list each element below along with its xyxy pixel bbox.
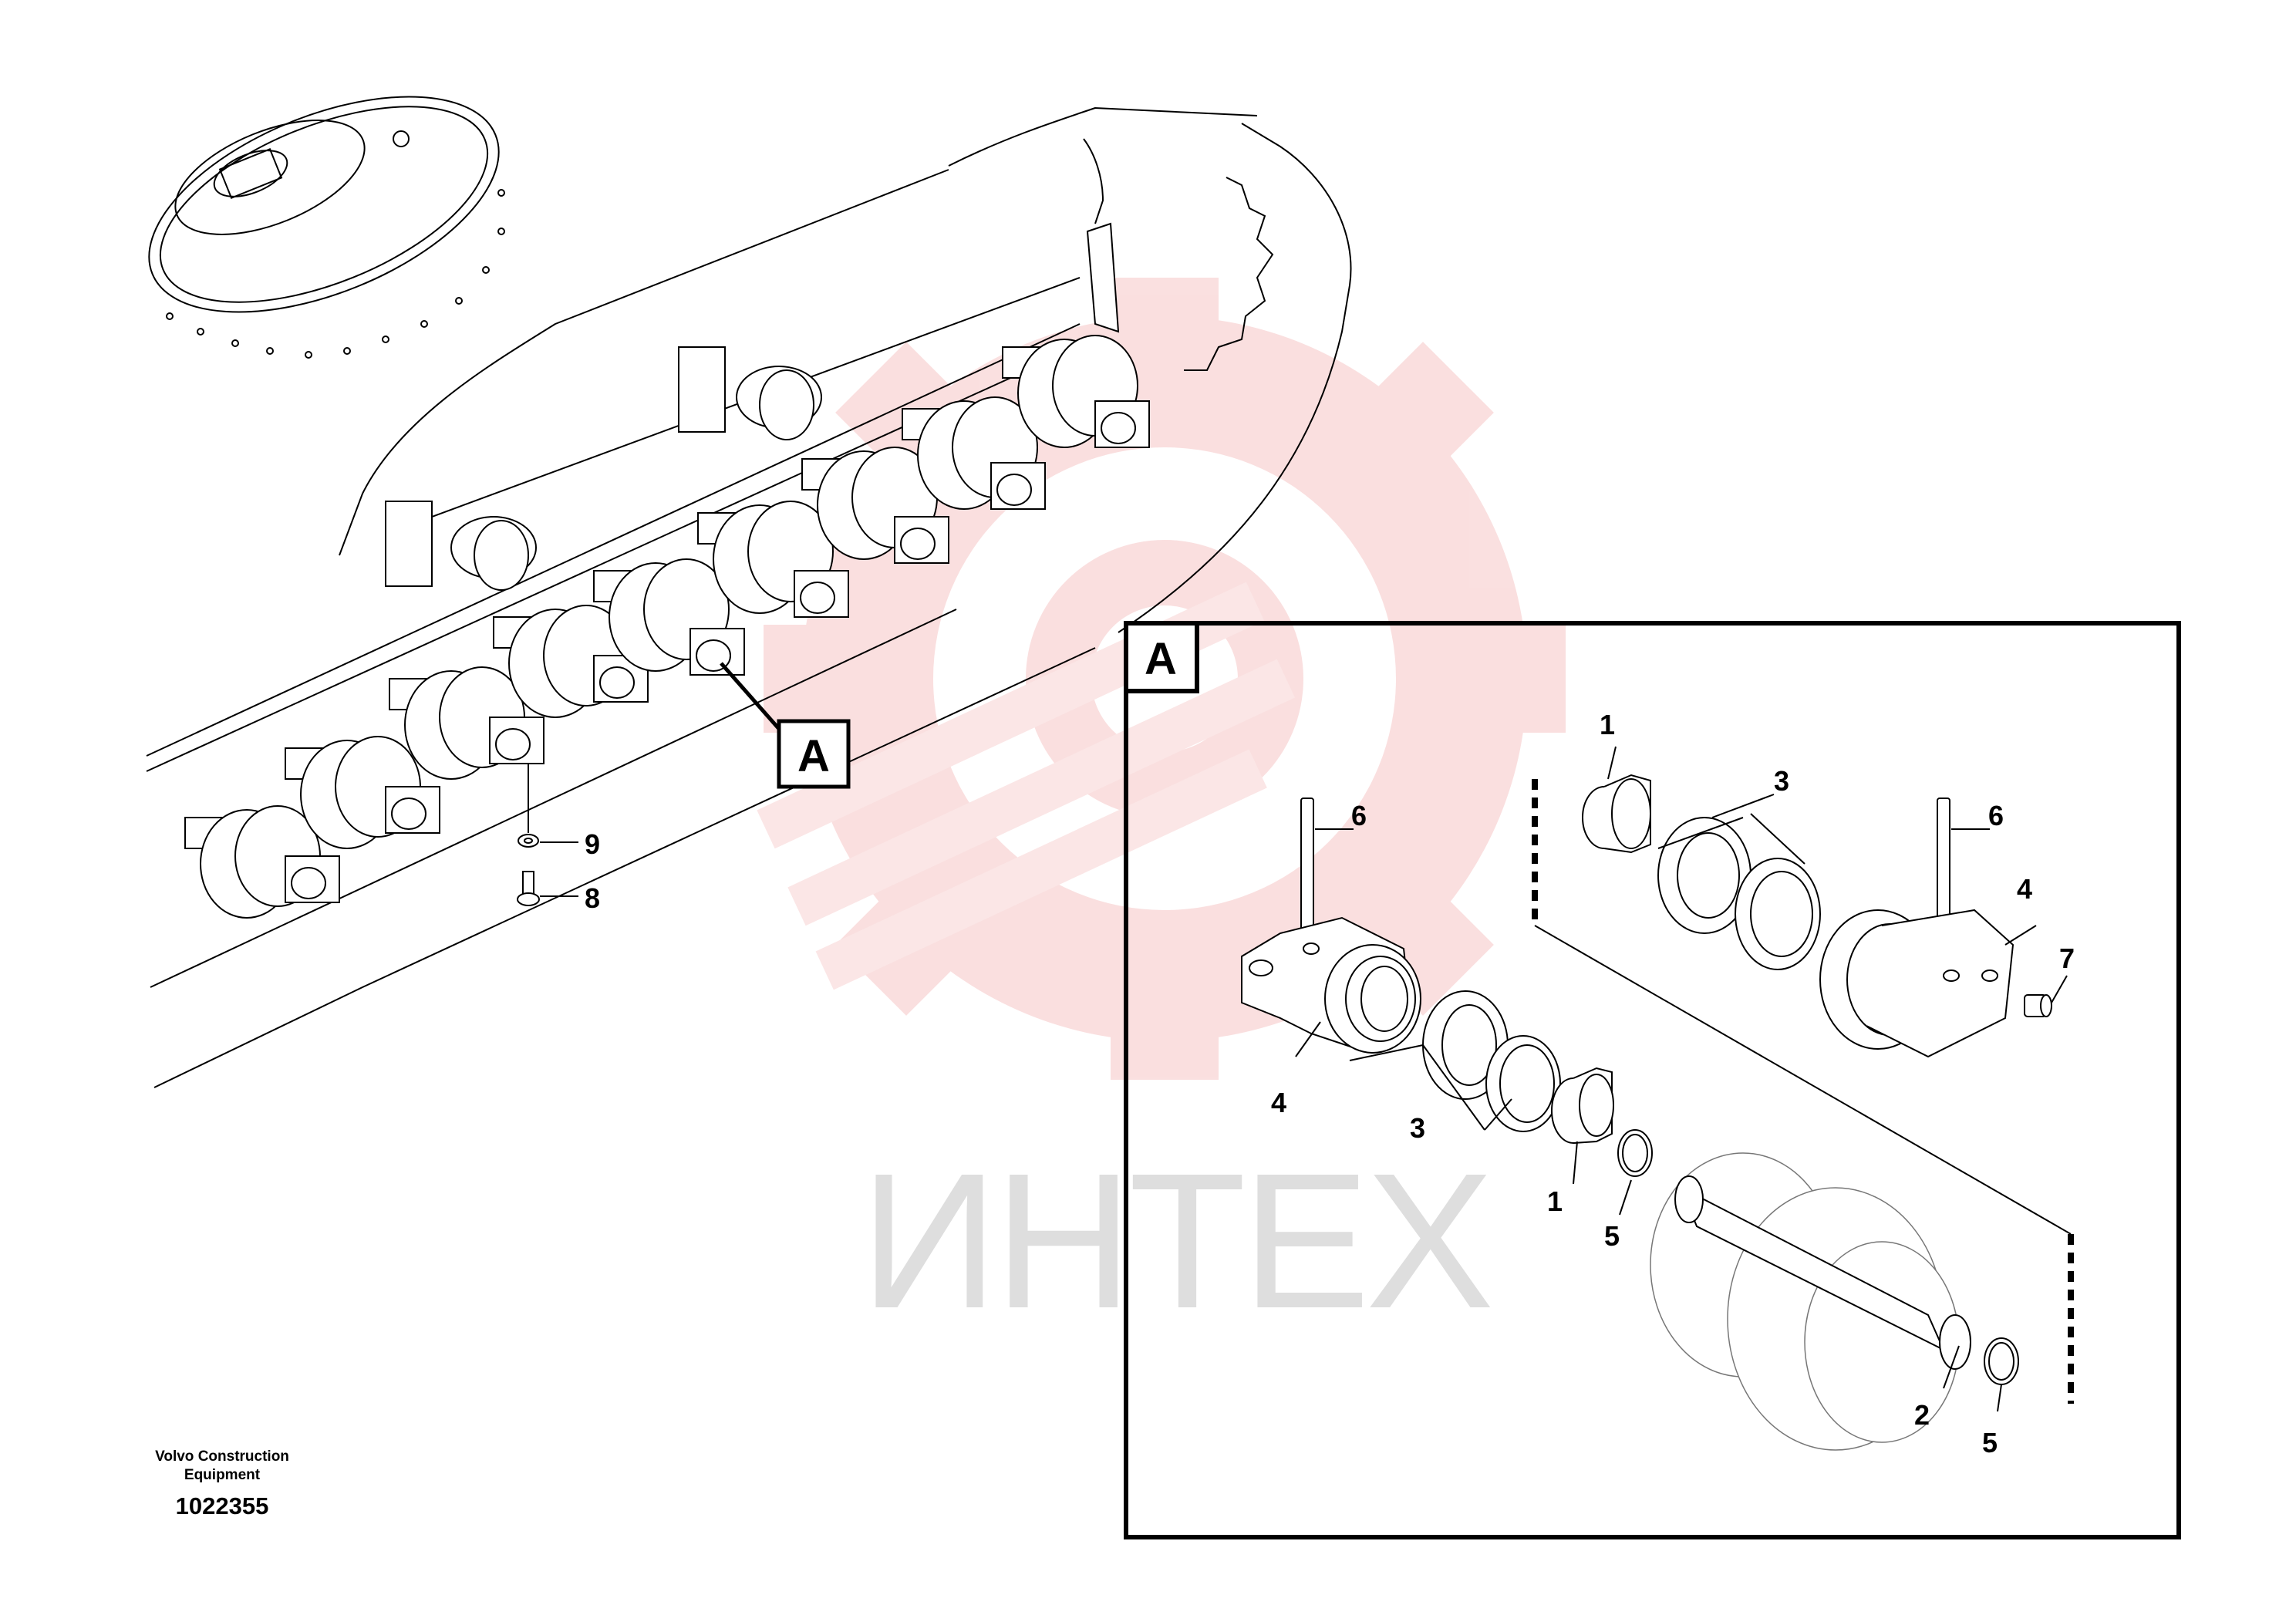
detail-a-title: A xyxy=(1145,634,1177,684)
label-detail-3-bottom: 3 xyxy=(1410,1112,1425,1144)
label-detail-1-bottom: 1 xyxy=(1547,1185,1563,1217)
track-roller-3 xyxy=(389,666,544,780)
label-detail-1-top: 1 xyxy=(1600,709,1615,740)
label-detail-6-left: 6 xyxy=(1351,800,1367,831)
detail-exploded-view xyxy=(1241,746,2074,1451)
label-detail-5-left: 5 xyxy=(1604,1220,1620,1252)
label-detail-4-right: 4 xyxy=(2017,873,2032,905)
detail-a-frame xyxy=(1124,621,2181,1539)
track-roller-8 xyxy=(902,396,1046,510)
footer-brand-line2: Equipment xyxy=(184,1467,261,1483)
label-detail-2: 2 xyxy=(1914,1399,1930,1431)
label-detail-5-right: 5 xyxy=(1982,1427,1998,1458)
track-roller-9 xyxy=(1002,335,1150,448)
footer-brand-line1: Volvo Construction xyxy=(155,1448,289,1465)
footer-drawing-number: 1022355 xyxy=(176,1492,269,1519)
final-drive-disc xyxy=(148,96,500,313)
track-roller-6 xyxy=(697,501,849,618)
callout-a-label: A xyxy=(797,731,830,781)
label-detail-6-right: 6 xyxy=(1988,800,2004,831)
track-roller-4 xyxy=(493,605,649,718)
callout-leader xyxy=(720,662,781,730)
label-detail-4-left: 4 xyxy=(1271,1087,1286,1118)
label-8: 8 xyxy=(585,882,600,914)
track-roller-1 xyxy=(184,805,340,919)
bolt-and-washer xyxy=(517,764,578,906)
label-detail-3-top: 3 xyxy=(1774,765,1789,797)
track-roller-7 xyxy=(801,447,949,564)
callout-a-box xyxy=(777,719,851,789)
track-roller-5 xyxy=(593,558,745,676)
track-rollers xyxy=(184,335,1150,919)
undercarriage-overview xyxy=(146,96,1352,1088)
detail-a-title-box xyxy=(1124,621,1199,693)
watermark-text: ИНТЕХ xyxy=(860,1133,1491,1348)
label-detail-7: 7 xyxy=(2059,943,2075,974)
label-9: 9 xyxy=(585,828,600,860)
track-roller-2 xyxy=(285,736,440,849)
